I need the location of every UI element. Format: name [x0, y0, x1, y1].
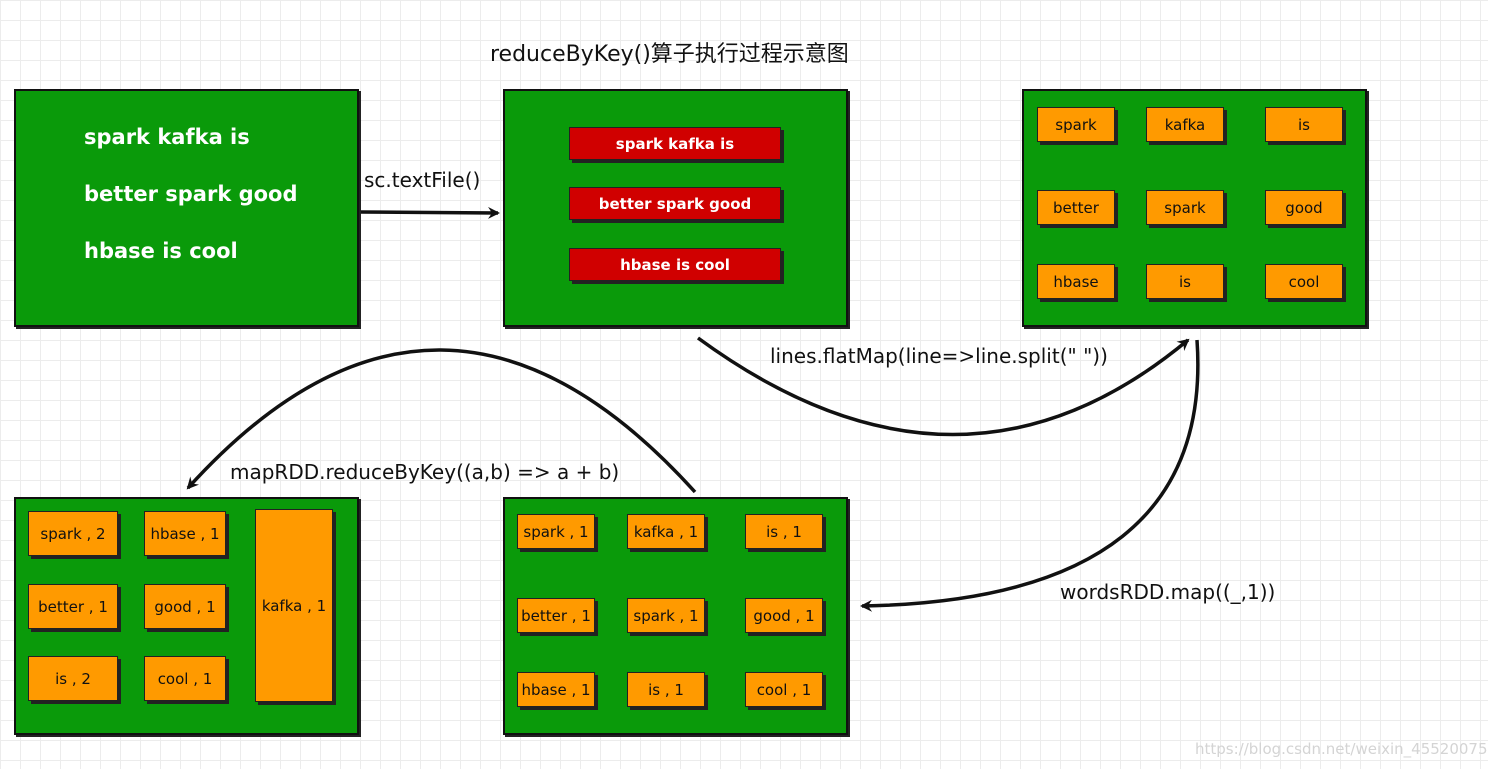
word-tile: hbase — [1037, 264, 1115, 299]
source-line: hbase is cool — [84, 239, 238, 263]
map-label: wordsRDD.map((_,1)) — [1060, 580, 1276, 604]
map-rdd-panel: spark , 1 kafka , 1 is , 1 better , 1 sp… — [503, 497, 848, 735]
word-tile: spark — [1146, 190, 1224, 225]
reduce-result-panel: spark , 2 hbase , 1 better , 1 good , 1 … — [14, 497, 359, 735]
lines-rdd-panel: spark kafka is better spark good hbase i… — [503, 89, 848, 327]
reducebykey-label: mapRDD.reduceByKey((a,b) => a + b) — [230, 460, 620, 484]
result-tile: is , 2 — [28, 656, 118, 701]
result-tile-tall: kafka , 1 — [255, 509, 333, 702]
word-tile: better — [1037, 190, 1115, 225]
word-tile: cool — [1265, 264, 1343, 299]
watermark-text: https://blog.csdn.net/weixin_45520075 — [1195, 740, 1488, 758]
source-line: better spark good — [84, 182, 298, 206]
word-tile: is — [1146, 264, 1224, 299]
word-tile: is — [1265, 107, 1343, 142]
source-file-panel: spark kafka is better spark good hbase i… — [14, 89, 359, 327]
flatmap-label: lines.flatMap(line=>line.split(" ")) — [770, 344, 1108, 368]
result-tile: good , 1 — [144, 584, 226, 629]
result-tile: spark , 2 — [28, 511, 118, 556]
word-tile: kafka — [1146, 107, 1224, 142]
word-tile: good — [1265, 190, 1343, 225]
pair-tile: is , 1 — [745, 514, 823, 549]
diagram-title: reduceByKey()算子执行过程示意图 — [490, 42, 849, 67]
pair-tile: spark , 1 — [627, 598, 705, 633]
pair-tile: hbase , 1 — [517, 672, 595, 707]
pair-tile: better , 1 — [517, 598, 595, 633]
words-rdd-panel: spark kafka is better spark good hbase i… — [1022, 89, 1367, 327]
line-record: better spark good — [569, 187, 781, 220]
pair-tile: good , 1 — [745, 598, 823, 633]
map-arrow — [860, 339, 1200, 612]
pair-tile: spark , 1 — [517, 514, 595, 549]
line-record: hbase is cool — [569, 248, 781, 281]
source-line: spark kafka is — [84, 125, 250, 149]
result-tile: hbase , 1 — [144, 511, 226, 556]
word-tile: spark — [1037, 107, 1115, 142]
pair-tile: cool , 1 — [745, 672, 823, 707]
result-tile: better , 1 — [28, 584, 118, 629]
pair-tile: is , 1 — [627, 672, 705, 707]
pair-tile: kafka , 1 — [627, 514, 705, 549]
textfile-label: sc.textFile() — [364, 168, 481, 192]
textfile-arrow — [359, 206, 500, 219]
result-tile: cool , 1 — [144, 656, 226, 701]
reducebykey-arrow — [186, 348, 697, 494]
flatmap-arrow — [696, 336, 1190, 437]
line-record: spark kafka is — [569, 127, 781, 160]
